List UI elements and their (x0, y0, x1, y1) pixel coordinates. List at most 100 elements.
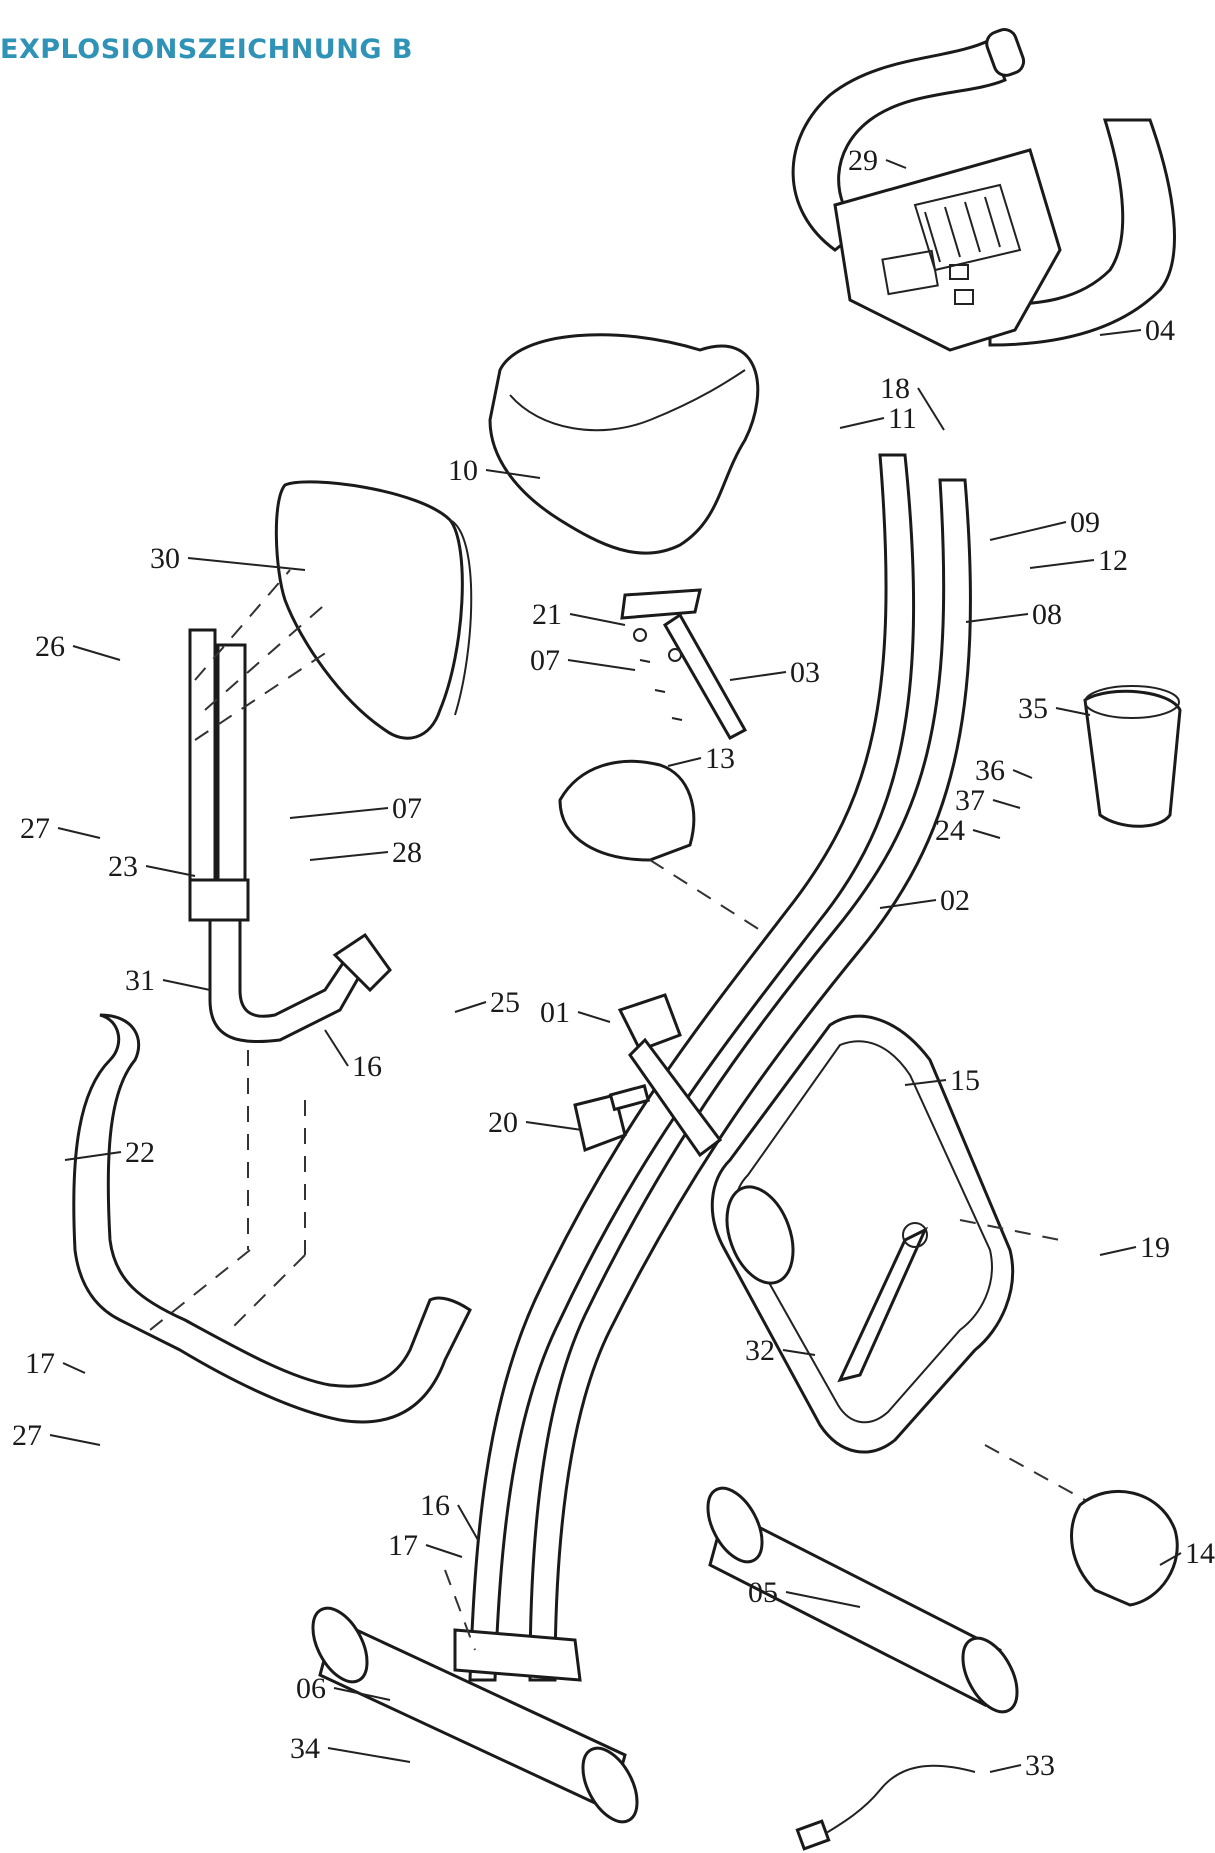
part-label-p31: 31 (125, 964, 155, 997)
part-label-p16a: 16 (352, 1050, 382, 1083)
part-label-p20: 20 (488, 1106, 518, 1139)
part-label-p21: 21 (532, 598, 562, 631)
part-label-p34: 34 (290, 1732, 320, 1765)
leader-line-p26 (72, 645, 121, 661)
part-label-p24: 24 (935, 814, 965, 847)
leader-line-p13 (667, 757, 702, 767)
part-label-p10: 10 (448, 454, 478, 487)
leader-line-p37 (992, 799, 1021, 809)
leader-lines (49, 159, 1182, 1773)
assembly-guides (149, 569, 1086, 1651)
part-label-p12: 12 (1098, 544, 1128, 577)
leader-line-p33 (989, 1764, 1022, 1773)
leader-line-p22 (64, 1151, 122, 1161)
part-label-p30: 30 (150, 542, 180, 575)
backrest (274, 480, 473, 740)
part-label-p37: 37 (955, 784, 985, 817)
leader-line-p14 (1159, 1552, 1182, 1566)
part-label-p17b: 17 (388, 1529, 418, 1562)
leader-line-p28 (309, 851, 389, 861)
leader-line-p24 (972, 829, 1001, 839)
part-label-p27a: 27 (20, 812, 50, 845)
part-label-p35: 35 (1018, 692, 1048, 725)
leader-line-p10 (485, 469, 541, 479)
part-label-p05: 05 (748, 1576, 778, 1609)
part-label-p09: 09 (1070, 506, 1100, 539)
leader-line-p12 (1029, 559, 1095, 569)
leader-line-p21 (569, 613, 626, 626)
pedal-left (558, 759, 696, 862)
leader-line-p17b (425, 1544, 463, 1558)
front-stabilizer (706, 1486, 1019, 1714)
part-label-p13: 13 (705, 742, 735, 775)
part-label-p03: 03 (790, 656, 820, 689)
rear-stabilizer (311, 1606, 639, 1824)
leader-line-p25 (454, 1001, 487, 1013)
part-label-p22: 22 (125, 1136, 155, 1169)
part-label-p15: 15 (950, 1064, 980, 1097)
page-title: EXPLOSIONSZEICHNUNG B (0, 34, 413, 65)
leader-line-p27a (57, 827, 101, 839)
leader-line-p17a (62, 1362, 86, 1374)
leader-line-p04 (1099, 329, 1142, 336)
part-label-p02: 02 (940, 884, 970, 917)
part-label-p32: 32 (745, 1334, 775, 1367)
leader-line-p07a (567, 659, 636, 671)
part-label-p01: 01 (540, 996, 570, 1029)
part-label-p11: 11 (888, 402, 917, 435)
cable-plug (795, 1819, 831, 1851)
part-label-p26: 26 (35, 630, 65, 663)
leader-line-p05 (785, 1591, 861, 1608)
part-label-p14: 14 (1185, 1537, 1215, 1570)
leader-line-p19 (1099, 1246, 1137, 1256)
part-label-p04: 04 (1145, 314, 1175, 347)
backrest-frame (188, 628, 392, 1044)
leader-line-p16a (324, 1029, 349, 1067)
leader-line-p31 (162, 979, 211, 991)
leader-line-p20 (525, 1121, 583, 1131)
part-label-p06: 06 (296, 1672, 326, 1705)
handlebar-console (791, 28, 1176, 352)
leader-line-p08 (965, 613, 1029, 623)
leader-line-p15 (904, 1079, 947, 1086)
leader-line-p23 (145, 865, 196, 877)
seat (488, 333, 760, 555)
part-label-p07a: 07 (530, 644, 560, 677)
leader-line-p02 (879, 899, 937, 909)
part-label-p27b: 27 (12, 1419, 42, 1452)
part-label-p17a: 17 (25, 1347, 55, 1380)
part-label-p36: 36 (975, 754, 1005, 787)
rear-handle (72, 1013, 472, 1424)
part-label-p16b: 16 (420, 1489, 450, 1522)
adjust-knob (573, 993, 723, 1158)
main-frame (453, 453, 972, 1682)
bottle-holder (1083, 689, 1182, 828)
part-label-p07b: 07 (392, 792, 422, 825)
part-label-p08: 08 (1032, 598, 1062, 631)
leader-line-p27b (49, 1434, 101, 1446)
leader-line-p35 (1055, 707, 1091, 716)
part-label-p18: 18 (880, 372, 910, 405)
leader-line-p09 (989, 521, 1067, 541)
leader-line-p34 (327, 1747, 411, 1763)
leader-line-p30 (187, 557, 306, 571)
part-label-p33: 33 (1025, 1749, 1055, 1782)
leader-line-p06 (333, 1687, 391, 1701)
front-frame-flywheel (710, 1014, 1015, 1454)
leader-line-p29 (885, 159, 907, 169)
part-label-p19: 19 (1140, 1231, 1170, 1264)
sensor-cable (814, 1764, 976, 1841)
seat-post (620, 588, 748, 741)
leader-line-p36 (1012, 769, 1033, 779)
pedal-right (1070, 1489, 1179, 1607)
part-label-p23: 23 (108, 850, 138, 883)
leader-line-p01 (577, 1011, 611, 1023)
leader-line-p16b (457, 1504, 479, 1541)
part-label-p29: 29 (848, 144, 878, 177)
leader-line-p18 (917, 387, 945, 431)
leader-line-p07b (289, 807, 389, 819)
part-label-p28: 28 (392, 836, 422, 869)
leader-line-p11 (839, 417, 885, 429)
